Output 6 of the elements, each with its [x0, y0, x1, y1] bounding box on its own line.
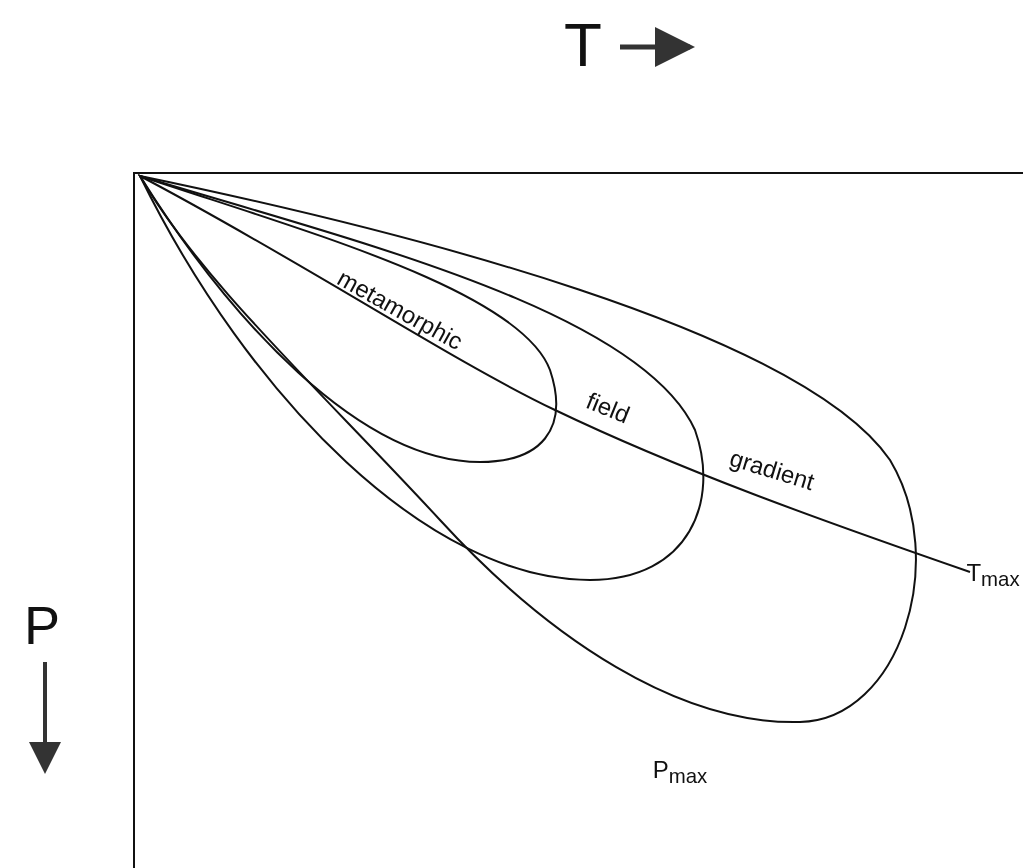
curve-label: gradient: [727, 445, 817, 495]
temperature-axis-label: T: [564, 14, 602, 76]
curve-label: P$_{max}$: [652, 757, 708, 787]
pressure-axis-label: P: [24, 598, 60, 652]
curve-label: T$_{max}$: [966, 560, 1020, 590]
curve-label: field: [583, 388, 633, 428]
